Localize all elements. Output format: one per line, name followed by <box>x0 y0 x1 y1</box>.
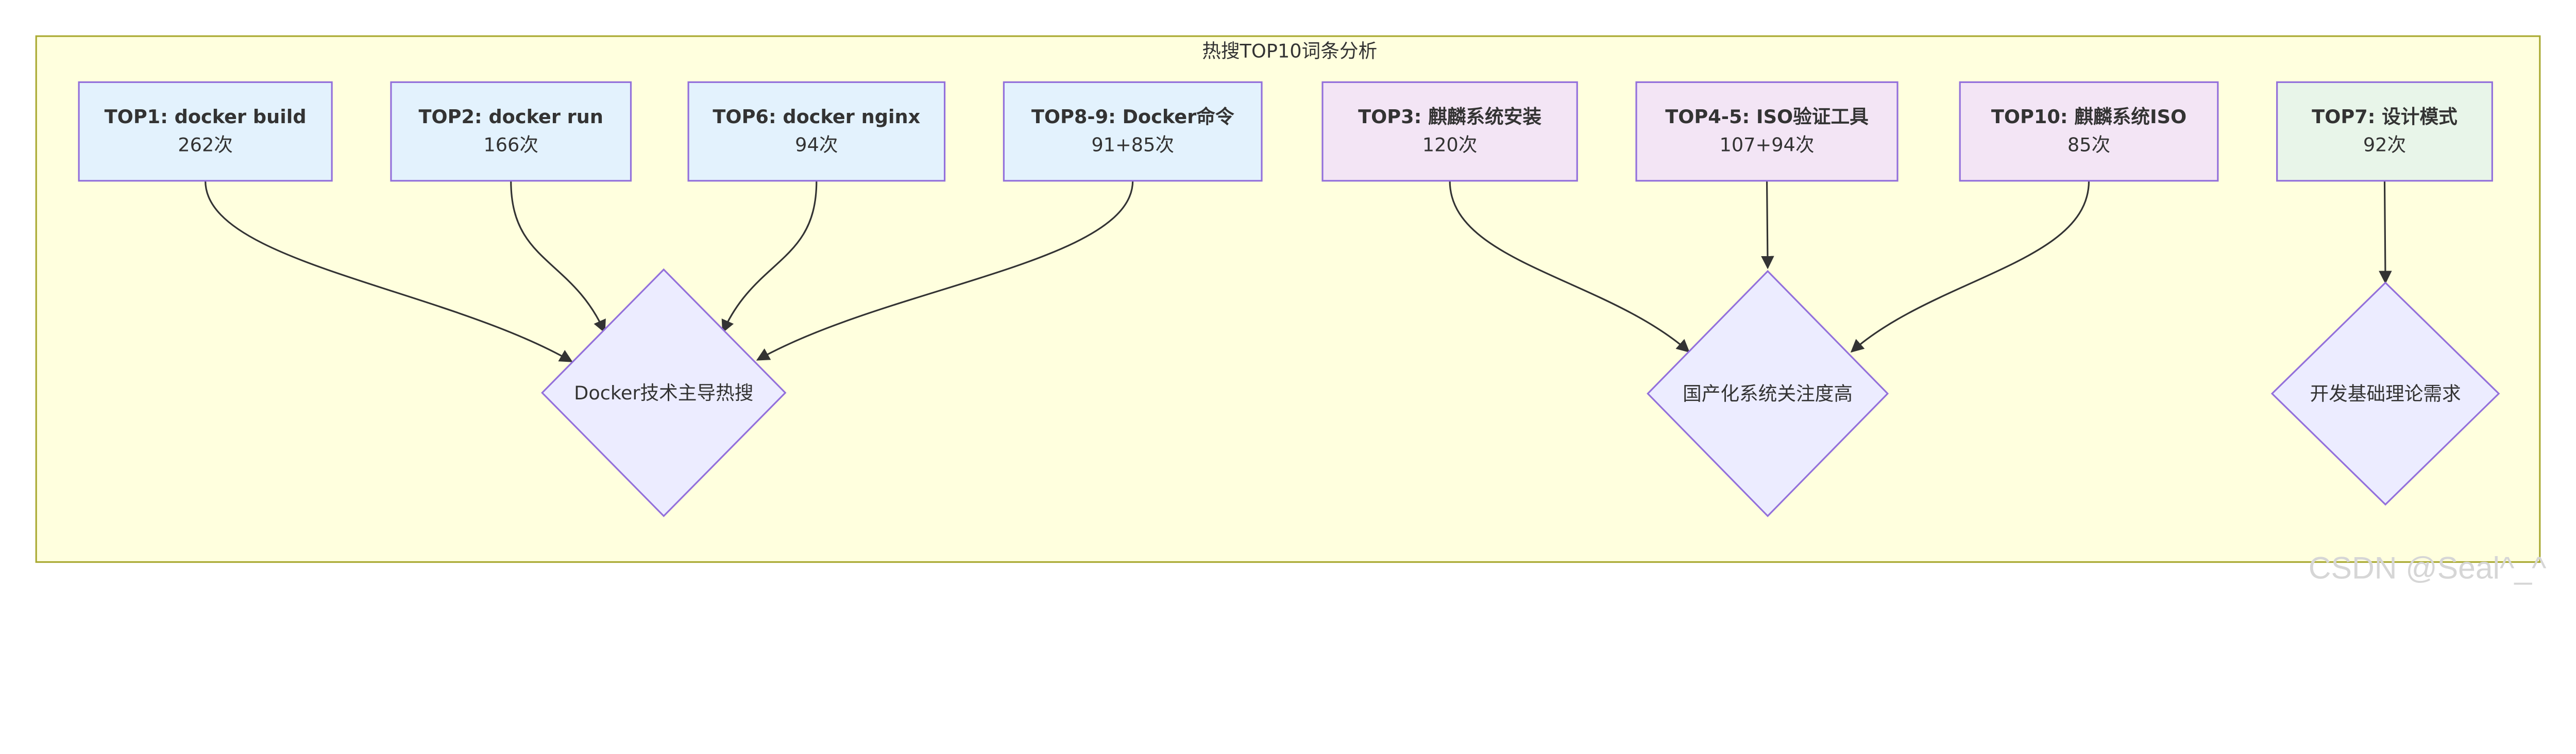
node-count: 92次 <box>2363 133 2406 156</box>
node-label: TOP2: docker run <box>418 106 603 128</box>
node-top1[interactable]: TOP1: docker build 262次 <box>78 81 333 182</box>
node-count: 120次 <box>1422 133 1478 156</box>
edge-top2-to-docker <box>510 180 606 333</box>
decision-design[interactable]: 开发基础理论需求 <box>2270 281 2500 506</box>
node-label: TOP10: 麒麟系统ISO <box>1991 106 2187 128</box>
decision-kylin[interactable]: 国产化系统关注度高 <box>1647 270 1889 517</box>
node-top7[interactable]: TOP7: 设计模式 92次 <box>2276 81 2493 182</box>
decision-label: 国产化系统关注度高 <box>1683 382 1853 405</box>
node-box[interactable] <box>1003 81 1263 182</box>
node-label: TOP7: 设计模式 <box>2312 106 2458 128</box>
node-box[interactable] <box>2276 81 2493 182</box>
decision-label: 开发基础理论需求 <box>2310 382 2461 405</box>
decision-diamond[interactable] <box>2270 281 2500 506</box>
node-count: 166次 <box>483 133 538 156</box>
decision-diamond[interactable] <box>541 268 787 517</box>
node-label: TOP8-9: Docker命令 <box>1031 106 1234 128</box>
decisions: Docker技术主导热搜 国产化系统关注度高 开发基础理论需求 <box>541 268 2500 517</box>
watermark: CSDN @Seal^_^ <box>2309 550 2547 585</box>
node-top3[interactable]: TOP3: 麒麟系统安装 120次 <box>1321 81 1578 182</box>
flowchart-canvas: 热搜TOP10词条分析 TOP1: docker build 262次 TOP2: … <box>35 35 2547 585</box>
node-box[interactable] <box>1321 81 1578 182</box>
decision-diamond[interactable] <box>1647 270 1889 517</box>
edge-top6-to-docker <box>721 180 818 333</box>
node-count: 85次 <box>2067 133 2110 156</box>
edge-top7-to-design <box>2379 180 2392 284</box>
subgraph-title: 热搜TOP10词条分析 <box>1202 40 1377 62</box>
node-box[interactable] <box>1959 81 2219 182</box>
edges <box>205 180 2392 362</box>
node-top2[interactable]: TOP2: docker run 166次 <box>390 81 632 182</box>
node-top10[interactable]: TOP10: 麒麟系统ISO 85次 <box>1959 81 2219 182</box>
node-count: 94次 <box>795 133 838 156</box>
edge-top3-to-kylin <box>1449 180 1690 353</box>
node-box[interactable] <box>1635 81 1899 182</box>
node-box[interactable] <box>390 81 632 182</box>
node-top6[interactable]: TOP6: docker nginx 94次 <box>687 81 946 182</box>
node-label: TOP6: docker nginx <box>713 106 920 128</box>
edge-top89-to-docker <box>756 180 1134 361</box>
node-label: TOP1: docker build <box>105 106 307 128</box>
decision-docker[interactable]: Docker技术主导热搜 <box>541 268 787 517</box>
node-box[interactable] <box>78 81 333 182</box>
edge-top1-to-docker <box>205 180 573 362</box>
node-label: TOP4-5: ISO验证工具 <box>1665 106 1869 128</box>
edge-top10-to-kylin <box>1850 180 2090 353</box>
decision-label: Docker技术主导热搜 <box>574 382 753 404</box>
node-top89[interactable]: TOP8-9: Docker命令 91+85次 <box>1003 81 1263 182</box>
node-label: TOP3: 麒麟系统安装 <box>1358 106 1541 128</box>
node-count: 107+94次 <box>1720 133 1815 156</box>
nodes: TOP1: docker build 262次 TOP2: docker run 16… <box>78 81 2493 182</box>
node-box[interactable] <box>687 81 946 182</box>
node-count: 262次 <box>178 133 233 156</box>
node-count: 91+85次 <box>1091 133 1174 156</box>
node-top45[interactable]: TOP4-5: ISO验证工具 107+94次 <box>1635 81 1899 182</box>
edge-top45-to-kylin <box>1761 180 1774 270</box>
